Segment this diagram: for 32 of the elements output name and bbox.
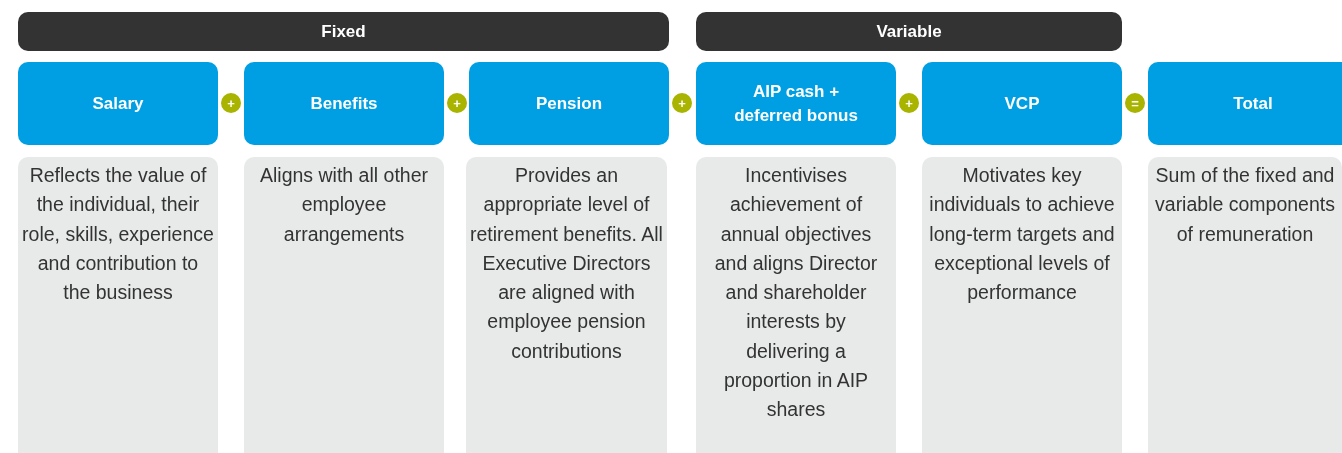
operator-circle: [899, 93, 919, 113]
operator-circle: [1125, 93, 1145, 113]
description-text: Sum of the fixed and variable components of remuneration: [1154, 163, 1336, 247]
group-header-bar: [696, 12, 1122, 51]
description-text: Motivates key individuals to achieve long-term targets and exceptional levels of performance: [928, 163, 1116, 306]
group-header-bar: [18, 12, 669, 51]
group-title: Fixed: [321, 21, 366, 42]
component-box: [244, 62, 444, 145]
component-title: Total: [1233, 92, 1273, 115]
component-title: VCP: [1004, 92, 1040, 115]
group-title: Variable: [876, 21, 942, 42]
operator-circle: [221, 93, 241, 113]
operator-symbol: +: [227, 96, 235, 110]
operator-circle: [672, 93, 692, 113]
component-title: Benefits: [310, 92, 378, 115]
component-box: [1148, 62, 1342, 145]
component-title: Salary: [92, 92, 144, 115]
component-title: Pension: [535, 92, 603, 115]
description-text: Provides an appropriate level of retirement benefits. All Executive Directors are aligned with employee pension contributions: [469, 163, 664, 364]
description-text: Incentivises achievement of annual objectives and aligns Director and shareholder interests by delivering a proportion in AIP shares: [713, 163, 879, 423]
component-box: [696, 62, 896, 145]
component-title: AIP cash + deferred bonus: [733, 80, 859, 127]
operator-symbol: +: [453, 96, 461, 110]
description-text: Aligns with all other employee arrangements: [259, 163, 429, 247]
operator-symbol: +: [905, 96, 913, 110]
component-box: [18, 62, 218, 145]
component-box: [922, 62, 1122, 145]
component-box: [469, 62, 669, 145]
operator-circle: [447, 93, 467, 113]
description-text: Reflects the value of the individual, their role, skills, experience and contribution to the business: [22, 163, 214, 306]
operator-symbol: =: [1131, 96, 1139, 110]
operator-symbol: +: [678, 96, 686, 110]
